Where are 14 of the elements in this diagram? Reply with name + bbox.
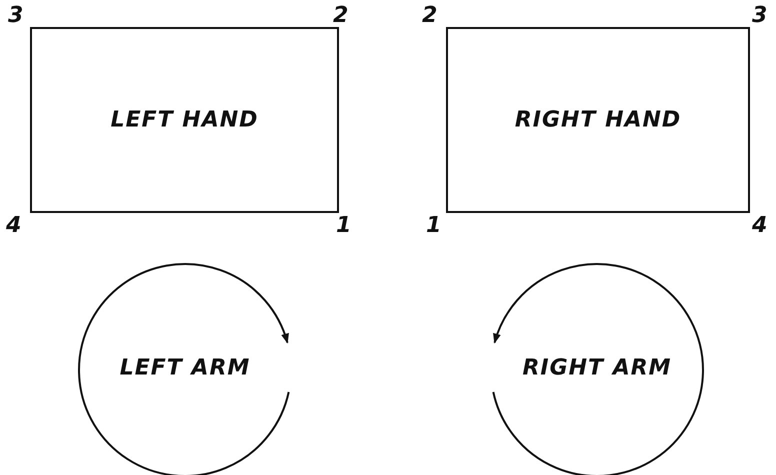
corner-number: 4 [752, 213, 768, 238]
rectangle-box [30, 27, 339, 213]
corner-number: 1 [336, 213, 352, 238]
corner-number: 3 [752, 3, 768, 28]
corner-number: 2 [422, 3, 438, 28]
node-label: LEFT HAND [110, 108, 258, 132]
node-label: RIGHT ARM [522, 356, 672, 380]
corner-number: 4 [6, 213, 22, 238]
node-label: LEFT ARM [120, 356, 250, 380]
corner-number: 1 [426, 213, 442, 238]
rectangle-box [446, 27, 750, 213]
corner-number: 3 [8, 3, 24, 28]
corner-number: 2 [333, 3, 348, 28]
node-label: RIGHT HAND [514, 108, 682, 132]
